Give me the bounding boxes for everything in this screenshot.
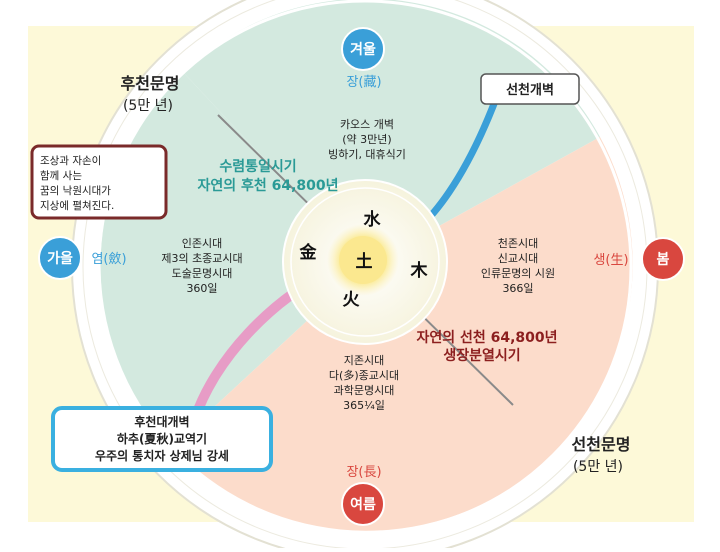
right-era-text: 천존시대 신교시대 인류문명의 시원 366일	[481, 236, 555, 295]
badge-spring: 봄	[641, 237, 685, 281]
svg-text:가을: 가을	[47, 251, 73, 267]
element-wood: 木	[410, 260, 429, 281]
earlier-period-years: 자연의 선천 64,800년	[416, 329, 557, 346]
svg-text:다(多)종교시대: 다(多)종교시대	[329, 368, 399, 382]
label-jang-bottom: 장(長)	[346, 465, 381, 480]
svg-text:지상에 펼쳐진다.: 지상에 펼쳐진다.	[40, 200, 114, 212]
bottom-era-text: 지존시대 다(多)종교시대 과학문명시대 365¼일	[329, 354, 399, 412]
label-saeng-right: 생(生)	[593, 253, 628, 268]
later-civ-title: 후천문명	[121, 74, 180, 93]
svg-text:카오스 개벽: 카오스 개벽	[340, 118, 394, 131]
paradise-note-box: 조상과 자손이 함께 사는 꿈의 낙원시대가 지상에 펼쳐진다.	[30, 144, 168, 220]
element-fire: 火	[343, 290, 361, 310]
label-yeom-left: 염(斂)	[91, 251, 126, 267]
element-metal: 金	[299, 242, 318, 263]
svg-text:365¼일: 365¼일	[343, 398, 385, 412]
svg-text:하추(夏秋)교역기: 하추(夏秋)교역기	[117, 431, 207, 446]
svg-text:함께 사는: 함께 사는	[40, 170, 82, 182]
svg-text:인존시대: 인존시대	[182, 237, 222, 250]
svg-text:여름: 여름	[350, 496, 376, 513]
chaos-text: 카오스 개벽 (약 3만년) 빙하기, 대휴식기	[328, 118, 406, 161]
svg-text:도술문명시대: 도술문명시대	[172, 267, 233, 280]
later-period-years: 자연의 후천 64,800년	[197, 177, 338, 194]
svg-text:꿈의 낙원시대가: 꿈의 낙원시대가	[40, 185, 111, 197]
badge-autumn: 가을	[38, 236, 82, 280]
later-half-top	[183, 0, 600, 267]
svg-text:겨울: 겨울	[350, 41, 376, 58]
svg-text:366일: 366일	[502, 281, 533, 295]
main-ring-edge	[97, 0, 633, 535]
svg-text:360일: 360일	[186, 281, 217, 295]
element-earth: 土	[356, 251, 373, 272]
svg-text:후천대개벽: 후천대개벽	[134, 414, 189, 429]
svg-text:봄: 봄	[657, 252, 670, 268]
earlier-civ-title: 선천문명	[572, 435, 631, 454]
svg-text:과학문명시대: 과학문명시대	[334, 384, 395, 397]
opening-label-box: 선천개벽	[480, 73, 580, 105]
svg-text:지존시대: 지존시대	[344, 354, 384, 367]
svg-text:빙하기, 대휴식기: 빙하기, 대휴식기	[328, 147, 406, 161]
svg-text:천존시대: 천존시대	[498, 236, 538, 250]
svg-text:조상과 자손이: 조상과 자손이	[40, 155, 101, 167]
badge-winter: 겨울	[341, 27, 385, 71]
svg-text:인류문명의 시원: 인류문명의 시원	[481, 267, 555, 280]
later-period-title: 수렴통일시기	[219, 159, 296, 175]
element-water: 水	[364, 209, 382, 230]
left-era-text: 인존시대 제3의 초종교시대 도술문명시대 360일	[161, 237, 242, 295]
earth-core	[339, 236, 387, 284]
later-civ-years: (5만 년)	[123, 98, 173, 114]
svg-text:우주의 통치자 상제님 강세: 우주의 통치자 상제님 강세	[95, 448, 229, 463]
svg-text:신교시대: 신교시대	[498, 252, 538, 265]
svg-text:(약 3만년): (약 3만년)	[342, 132, 391, 146]
great-opening-box: 후천대개벽 하추(夏秋)교역기 우주의 통치자 상제님 강세	[51, 406, 273, 472]
label-jang-top: 장(藏)	[346, 75, 381, 90]
badge-summer: 여름	[341, 482, 385, 526]
svg-text:제3의 초종교시대: 제3의 초종교시대	[161, 252, 242, 265]
earlier-period-title: 생장분열시기	[443, 347, 520, 364]
earlier-civ-years: (5만 년)	[573, 459, 623, 475]
center-circle-inner	[290, 187, 440, 337]
svg-text:선천개벽: 선천개벽	[506, 82, 554, 98]
